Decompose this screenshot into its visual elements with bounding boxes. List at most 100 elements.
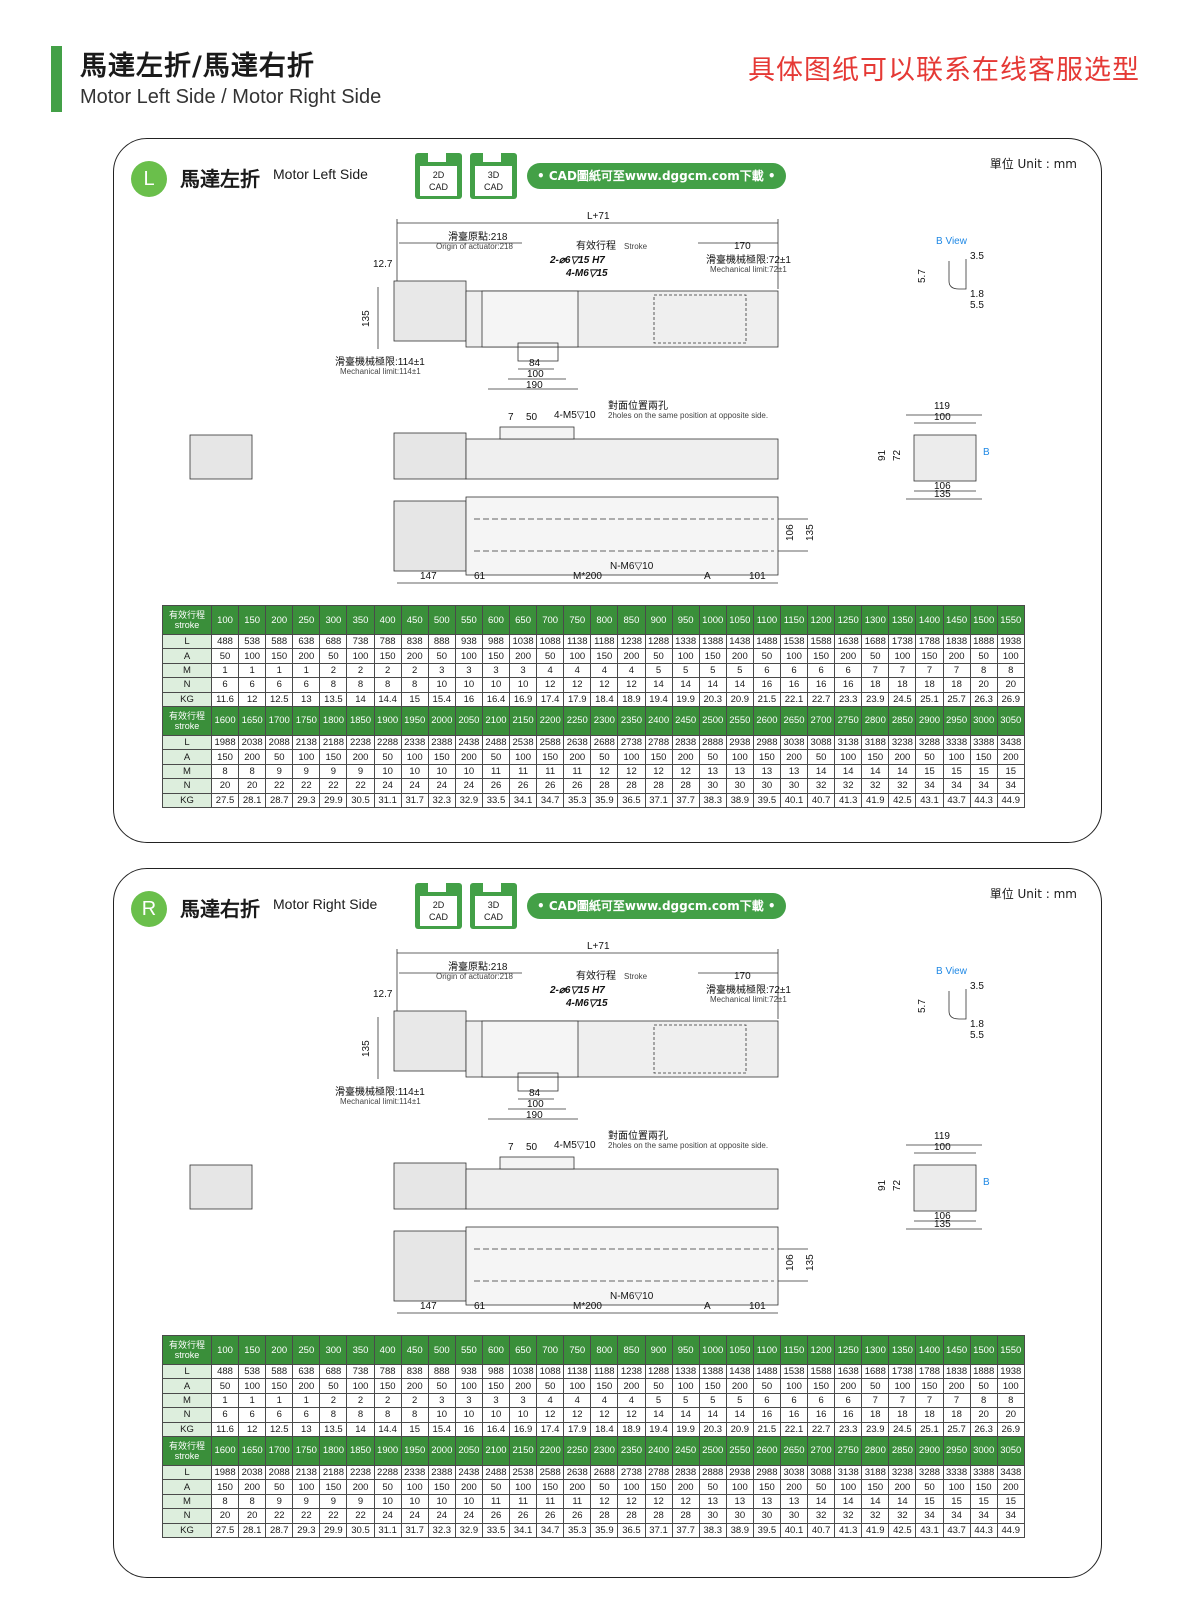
table-cell: 14 — [698, 1407, 727, 1423]
svg-text:100: 100 — [527, 1099, 544, 1110]
stroke-header-cell: 1250 — [834, 605, 863, 635]
stroke-header-cell: 450 — [400, 1335, 429, 1365]
table-cell: 22 — [265, 778, 294, 794]
table-cell: 13 — [698, 763, 727, 780]
table-cell: 12 — [590, 1407, 619, 1423]
table-cell: 8 — [969, 1392, 998, 1409]
table-cell: 200 — [617, 1378, 646, 1394]
stroke-header-cell: 100 — [210, 1335, 240, 1365]
stroke-header-cell: 1650 — [238, 1435, 267, 1466]
table-cell: 6 — [210, 1407, 240, 1423]
svg-text:滑臺原點:218: 滑臺原點:218 — [448, 960, 508, 973]
table-cell: 26.3 — [969, 1421, 998, 1437]
table-cell: 1388 — [698, 633, 727, 650]
table-cell: 2 — [373, 1392, 402, 1409]
table-cell: 21.5 — [752, 1421, 781, 1437]
svg-text:Mechanical limit:72±1: Mechanical limit:72±1 — [710, 995, 787, 1004]
stroke-header-cell: 600 — [481, 1335, 511, 1365]
table-cell: 1238 — [617, 633, 646, 650]
table-cell: 18 — [915, 677, 944, 693]
table-cell: 28.1 — [238, 1522, 267, 1538]
svg-text:106: 106 — [785, 1254, 796, 1271]
table-cell: 100 — [834, 749, 863, 765]
table-cell: 100 — [563, 1378, 592, 1394]
stroke-header-cell: 1450 — [942, 605, 971, 635]
table-cell: 9 — [319, 1493, 348, 1510]
table-cell: 12.5 — [265, 1421, 294, 1437]
cad-download-link[interactable]: • CAD圖紙可至www.dggcm.com下載 • — [527, 893, 786, 919]
svg-text:5.5: 5.5 — [970, 300, 984, 311]
table-cell: 200 — [400, 648, 429, 664]
table-cell: 26.3 — [969, 691, 998, 707]
table-cell: 12 — [671, 763, 700, 780]
svg-text:Origin of actuator:218: Origin of actuator:218 — [436, 242, 513, 251]
table-cell: 20 — [238, 778, 267, 794]
table-cell: 14 — [725, 1407, 754, 1423]
svg-text:12.7: 12.7 — [373, 989, 393, 1000]
stroke-header-cell: 250 — [292, 1335, 321, 1365]
stroke-header-cell: 1200 — [807, 605, 836, 635]
table-cell: 2 — [373, 662, 402, 679]
table-cell: 7 — [942, 1392, 971, 1409]
table-cell: 2 — [346, 1392, 375, 1409]
table-cell: 50 — [915, 1479, 944, 1495]
table-cell: 30.5 — [346, 792, 375, 808]
table-cell: 25.7 — [942, 1421, 971, 1437]
table-cell: 43.7 — [942, 792, 971, 808]
table-cell: 41.9 — [861, 792, 890, 808]
table-cell: 1088 — [536, 1363, 565, 1380]
table-cell: 17.4 — [536, 691, 565, 707]
table-cell: 8 — [238, 1493, 267, 1510]
table-cell: 150 — [481, 1378, 511, 1394]
table-cell: 28 — [590, 778, 619, 794]
table-cell: 3388 — [969, 1464, 998, 1481]
table-cell: 2538 — [509, 1464, 538, 1481]
table-cell: 200 — [509, 1378, 538, 1394]
svg-text:106: 106 — [934, 481, 951, 492]
cad-download-link[interactable]: • CAD圖紙可至www.dggcm.com下載 • — [527, 163, 786, 189]
table-cell: 11 — [509, 763, 538, 780]
table-cell: 688 — [319, 1363, 348, 1380]
table-cell: 9 — [265, 1493, 294, 1510]
table-cell: 200 — [563, 1479, 592, 1495]
table-cell: 100 — [996, 1378, 1025, 1394]
unit-label: 單位 Unit : mm — [989, 157, 1077, 171]
svg-text:對面位置兩孔: 對面位置兩孔 — [608, 399, 668, 412]
panel-badge: L — [131, 161, 167, 197]
stroke-header-cell: 1650 — [238, 705, 267, 736]
stroke-header-cell: 1450 — [942, 1335, 971, 1365]
table-cell: 32 — [834, 1508, 863, 1524]
table-cell: 14 — [861, 763, 890, 780]
table-cell: 8 — [319, 1407, 348, 1423]
stroke-header-cell: 2300 — [590, 705, 619, 736]
table-cell: 20 — [969, 1407, 998, 1423]
table-cell: 488 — [210, 633, 240, 650]
table-cell: 100 — [346, 648, 375, 664]
stroke-header-cell: 1750 — [292, 1435, 321, 1466]
row-label: N — [162, 677, 212, 693]
table-cell: 10 — [373, 1493, 402, 1510]
table-cell: 24 — [373, 1508, 402, 1524]
row-label: M — [162, 1493, 212, 1510]
table-cell: 35.3 — [563, 1522, 592, 1538]
table-cell: 13 — [779, 763, 809, 780]
table-cell: 6 — [807, 662, 836, 679]
table-cell: 30 — [779, 778, 809, 794]
table-cell: 1938 — [996, 1363, 1025, 1380]
table-cell: 688 — [319, 633, 348, 650]
stroke-header-cell: 2350 — [617, 1435, 646, 1466]
table-cell: 34.1 — [509, 1522, 538, 1538]
table-cell: 32 — [861, 1508, 890, 1524]
table-cell: 13.5 — [319, 1421, 348, 1437]
table-cell: 12 — [617, 1493, 646, 1510]
table-cell: 988 — [481, 633, 511, 650]
stroke-header-cell: 1050 — [725, 605, 754, 635]
svg-text:91: 91 — [877, 449, 888, 461]
table-cell: 19.4 — [644, 691, 673, 707]
